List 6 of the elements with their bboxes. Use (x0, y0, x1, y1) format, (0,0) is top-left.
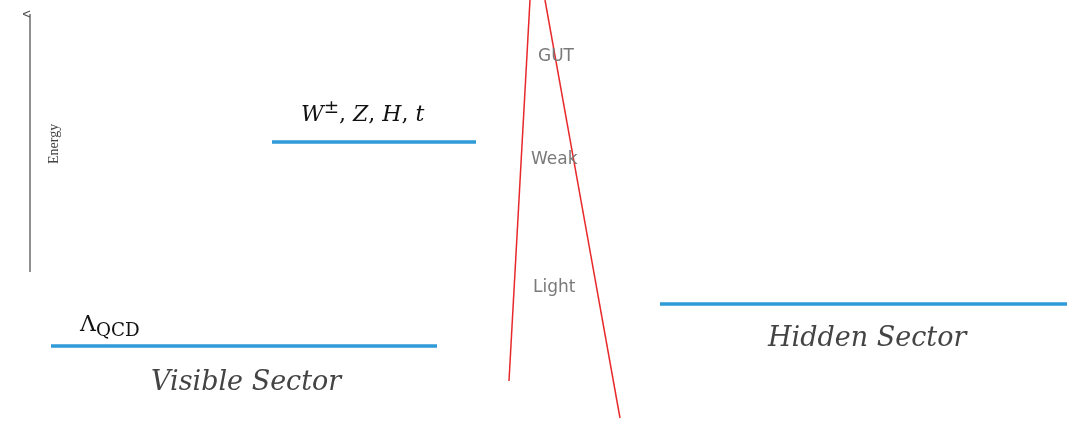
scale-label: Λ$_{QCD}$ (80, 313, 140, 340)
particle-label: W$^{±}$, Z, H, t (301, 98, 425, 126)
sector-label: Visible Sector (151, 367, 342, 394)
axis-label: Energy (47, 123, 61, 164)
sector-label: Hidden Sector (768, 323, 967, 350)
scale-label: Light (533, 278, 576, 295)
